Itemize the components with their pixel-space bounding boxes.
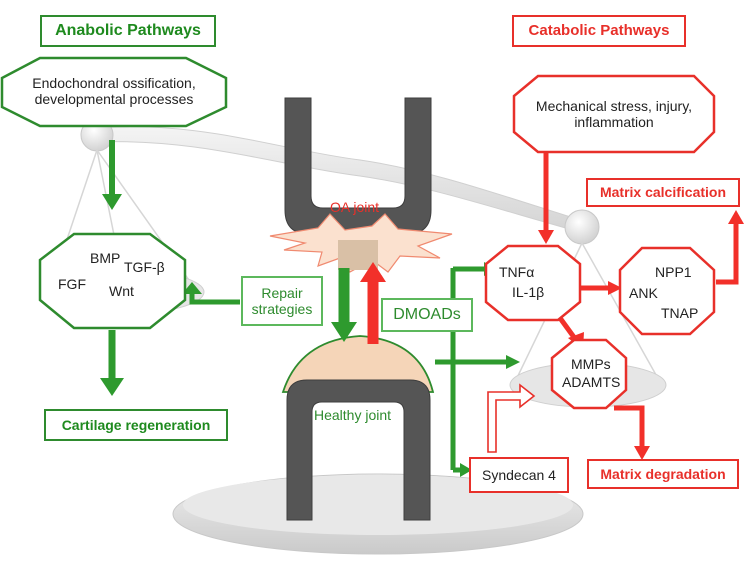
arrow-down-green <box>331 322 357 342</box>
enzymes-octagon <box>550 338 628 410</box>
repair-line-1: Repair <box>261 284 303 301</box>
cytokines-octagon <box>484 244 582 322</box>
right-pivot-ball <box>564 209 600 245</box>
arrow-dmoads-to-enzymes <box>506 355 520 369</box>
enzyme-adamts: ADAMTS <box>562 374 621 390</box>
anabolic-title: Anabolic Pathways <box>40 15 216 47</box>
arrow-stress-to-cytokines <box>538 230 554 244</box>
catabolic-source-line-2: inflammation <box>574 114 654 130</box>
anabolic-source-line-1: Endochondral ossification, <box>32 74 196 91</box>
healthy-joint-bone <box>286 379 431 521</box>
factor-ank: ANK <box>629 285 658 301</box>
healthy-cartilage <box>281 335 435 393</box>
arrow-dmoads-to-syndecan <box>460 463 472 477</box>
arrow-syndecan-to-enzymes <box>487 383 536 453</box>
syndecan-label: Syndecan 4 <box>469 457 569 493</box>
source-catabolic-octagon <box>512 74 716 154</box>
oa-joint-label: OA joint <box>330 199 380 215</box>
factor-tnap: TNAP <box>661 305 699 321</box>
matrix-degradation-label: Matrix degradation <box>587 459 739 489</box>
repair-strategies-label: Repair strategies <box>241 276 323 326</box>
arrow-up-red <box>360 262 386 282</box>
factor-bmp: BMP <box>90 250 121 266</box>
dmoads-label: DMOADs <box>381 298 473 332</box>
catabolic-source-text: Mechanical stress, injury, inflammation <box>516 80 712 148</box>
arrow-repair-to-factors <box>182 282 202 294</box>
factor-wnt: Wnt <box>109 283 134 299</box>
arrow-cytokines-to-npp1 <box>608 281 622 295</box>
repair-line-2: strategies <box>251 301 313 317</box>
factor-npp1: NPP1 <box>655 264 692 280</box>
cartilage-regeneration-label: Cartilage regeneration <box>44 409 228 441</box>
factor-tgf-beta: TGF-β <box>124 259 165 275</box>
cytokine-il-1-beta: IL-1β <box>512 284 545 300</box>
anabolic-source-line-2: developmental processes <box>34 91 194 107</box>
factor-fgf: FGF <box>58 276 86 292</box>
arrow-to-degradation <box>634 446 650 460</box>
arrow-factors-to-regeneration <box>100 378 124 396</box>
anabolic-factors-octagon <box>38 232 187 330</box>
arrow-to-calcification <box>728 210 744 224</box>
catabolic-title: Catabolic Pathways <box>512 15 686 47</box>
matrix-calcification-label: Matrix calcification <box>586 178 740 207</box>
cytokine-tnf-alpha: TNFα <box>499 264 535 280</box>
anabolic-source-text: Endochondral ossification, developmental… <box>20 58 208 124</box>
enzyme-mmps: MMPs <box>571 356 611 372</box>
healthy-joint-label: Healthy joint <box>314 407 392 423</box>
catabolic-source-line-1: Mechanical stress, injury, <box>535 97 693 114</box>
arrow-source-to-factors <box>102 194 122 210</box>
calcification-factors-octagon <box>618 246 716 336</box>
source-anabolic-octagon <box>0 56 228 128</box>
